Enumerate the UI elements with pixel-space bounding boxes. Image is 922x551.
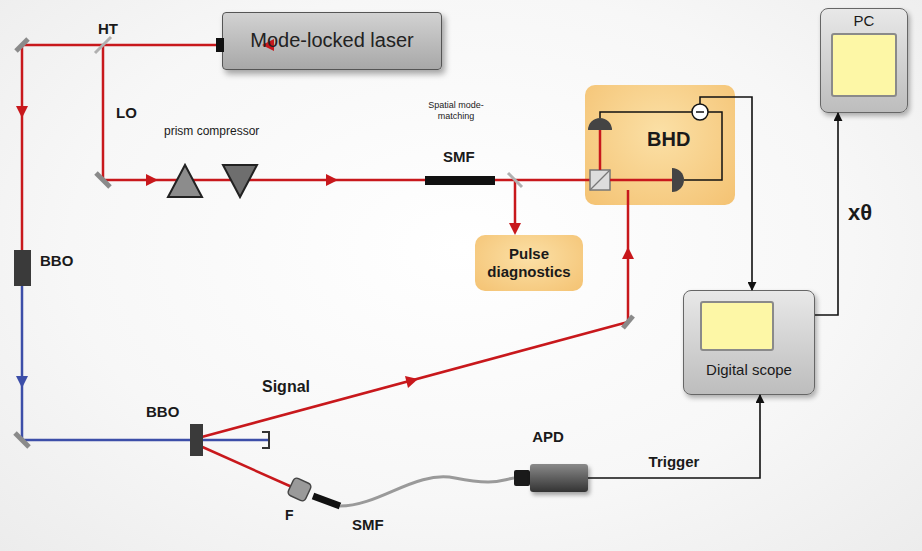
edge-label: Trigger	[649, 453, 700, 470]
mirror	[96, 173, 110, 187]
bbo-crystal	[190, 424, 203, 456]
diagnostics-beam	[514, 180, 517, 226]
bbo-crystal	[14, 250, 31, 286]
scope-screen	[700, 301, 774, 351]
beam-arrow	[16, 376, 28, 388]
lo-beam	[102, 45, 105, 180]
part-label: LO	[116, 104, 137, 121]
node-label: Digital scope	[684, 361, 814, 378]
part-label: F	[285, 507, 294, 523]
node-label: APD	[508, 428, 588, 445]
subtractor	[696, 111, 704, 113]
node-label: Mode-locked laser	[223, 29, 441, 52]
wire	[700, 97, 735, 104]
beam-arrow	[622, 247, 634, 259]
photodiode	[672, 168, 684, 192]
mirror	[15, 433, 29, 447]
part-label: Signal	[262, 378, 310, 396]
subtractor	[692, 104, 708, 120]
beam-arrow	[405, 376, 418, 388]
half-transmission-mirror	[95, 37, 111, 53]
pickoff-mirror	[508, 173, 522, 187]
idler-beam	[198, 445, 292, 487]
pc-monitor: PC	[820, 8, 908, 113]
beam-arrow	[146, 174, 158, 186]
detector-body	[530, 464, 588, 492]
part-label: BBO	[146, 403, 179, 420]
part-label: SMF	[443, 148, 475, 165]
photodiode	[588, 118, 612, 130]
part-label: Spatial mode-matching	[420, 100, 492, 122]
diagnostics-box: Pulse diagnostics	[475, 235, 583, 291]
monitor-screen	[831, 33, 897, 97]
beam-arrow	[509, 223, 521, 235]
prism	[223, 165, 257, 197]
lo-beam	[599, 130, 602, 170]
signal-wire	[735, 97, 752, 290]
part-label: BBO	[40, 252, 73, 269]
beam-arrow	[16, 106, 28, 118]
mirror	[16, 39, 28, 51]
part-label: prism compressor	[164, 124, 259, 138]
part-label: HT	[98, 20, 118, 37]
node-label: BHD	[647, 128, 690, 151]
fiber-coupler	[313, 496, 340, 506]
laser-beam	[22, 44, 222, 47]
beam-arrow	[262, 39, 274, 51]
filter	[287, 477, 312, 502]
laser-port	[216, 38, 224, 52]
wire	[684, 112, 722, 180]
node-label: Pulse diagnostics	[475, 245, 583, 281]
single-mode-fiber	[425, 176, 495, 185]
laser-box: Mode-locked laser	[222, 12, 442, 70]
edge-label: xθ	[848, 200, 872, 226]
pump-beam	[21, 268, 24, 440]
signal-wire	[815, 113, 838, 315]
signal-wire	[588, 395, 760, 478]
node-label: PC	[821, 12, 907, 29]
detector-nose	[514, 470, 530, 486]
laser-beam	[21, 45, 24, 268]
beam-dump	[262, 432, 269, 448]
signal-beam	[198, 322, 628, 438]
prism	[168, 165, 202, 197]
pump-beam	[22, 439, 268, 442]
part-label: SMF	[352, 516, 384, 533]
fiber	[340, 477, 514, 506]
lo-beam	[610, 179, 672, 182]
oscilloscope: Digital scope	[683, 290, 815, 395]
mirror	[623, 316, 633, 328]
beam-splitter-cube	[590, 170, 610, 190]
beam-splitter-cube	[590, 170, 610, 190]
beam-arrow	[326, 174, 338, 186]
wire	[600, 112, 692, 118]
avalanche-photodiode: APD	[508, 428, 588, 504]
